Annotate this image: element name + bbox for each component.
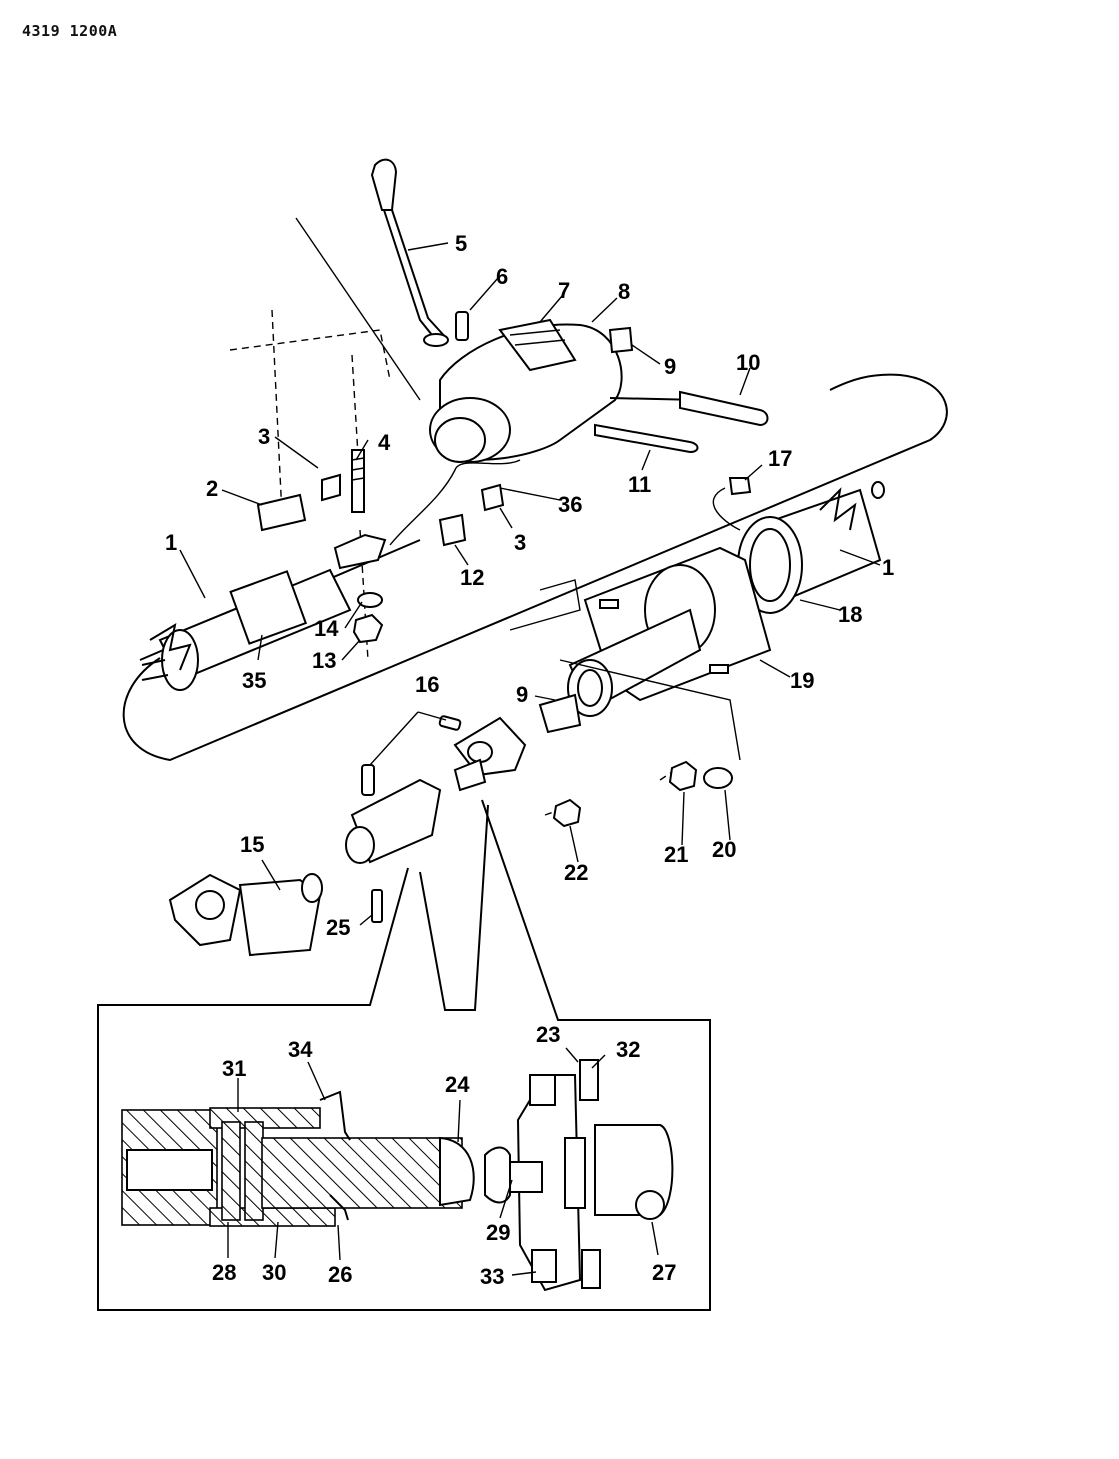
callout-29: 29 [486, 1220, 510, 1245]
callout-25: 25 [326, 915, 350, 940]
callout-3-upper: 3 [258, 424, 270, 449]
callout-36: 36 [558, 492, 582, 517]
callout-9-upper: 9 [664, 354, 676, 379]
detail-leader-lines [97, 799, 711, 1311]
callout-30: 30 [262, 1260, 286, 1285]
callout-13: 13 [312, 648, 336, 673]
callout-15: 15 [240, 832, 264, 857]
callout-7: 7 [558, 278, 570, 303]
callout-32: 32 [616, 1037, 640, 1062]
bolt-25 [371, 889, 383, 923]
turn-signal-lever [609, 390, 769, 427]
column-tube-right [737, 481, 885, 614]
callout-8: 8 [618, 279, 630, 304]
callout-19: 19 [790, 668, 814, 693]
pin-6 [455, 311, 469, 341]
callout-35: 35 [242, 668, 266, 693]
callout-34: 34 [288, 1037, 313, 1062]
lower-column-shaft [538, 608, 741, 761]
callout-1-left: 1 [165, 530, 177, 555]
callout-18: 18 [838, 602, 862, 627]
roll-pins-16 [361, 711, 462, 796]
coupler-sleeve [345, 778, 442, 864]
callout-26: 26 [328, 1262, 352, 1287]
callout-6: 6 [496, 264, 508, 289]
callout-2: 2 [206, 476, 218, 501]
nut-washer-set [552, 760, 733, 828]
wiring-harness [389, 459, 521, 546]
callout-11: 11 [628, 472, 651, 497]
steering-gear-box [168, 873, 323, 957]
callout-22: 22 [564, 860, 588, 885]
callout-17: 17 [768, 446, 792, 471]
callout-9-lower: 9 [516, 682, 528, 707]
detail-cross-section [121, 1059, 674, 1292]
callout-4: 4 [378, 430, 391, 455]
callout-31: 31 [222, 1056, 246, 1081]
column-tube-left [141, 568, 352, 691]
callout-10: 10 [736, 350, 760, 375]
drawing-code: 4319 1200A [22, 22, 118, 40]
callout-23: 23 [536, 1022, 560, 1047]
support-bracket [256, 473, 505, 547]
callout-21: 21 [664, 842, 688, 867]
universal-joint [453, 716, 527, 792]
wiper-lever [594, 423, 699, 454]
callout-14: 14 [314, 616, 339, 641]
bolt-17 [728, 477, 752, 496]
callout-5: 5 [455, 231, 467, 256]
stud-washer-nut [333, 449, 387, 644]
shift-housing [429, 318, 623, 463]
bushing-9-upper [608, 326, 634, 354]
callout-27: 27 [652, 1260, 676, 1285]
callout-1-right: 1 [882, 555, 894, 580]
callout-24: 24 [445, 1072, 470, 1097]
callout-3-lower: 3 [514, 530, 526, 555]
callout-16: 16 [415, 672, 439, 697]
callout-20: 20 [712, 837, 736, 862]
callout-12: 12 [460, 565, 484, 590]
callout-labels: 1 1 2 3 3 4 5 6 7 8 9 9 10 11 12 13 14 1… [165, 231, 894, 1289]
gearshift-lever [370, 158, 449, 347]
callout-33: 33 [480, 1264, 504, 1289]
callout-leaders [179, 242, 881, 1276]
callout-28: 28 [212, 1260, 236, 1285]
